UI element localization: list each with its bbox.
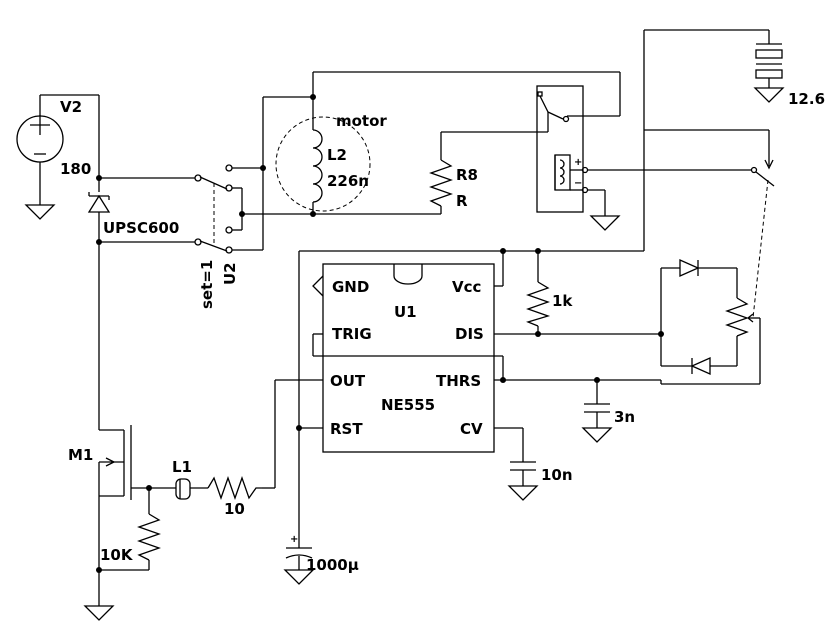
u1-pin-gnd: GND: [332, 278, 369, 296]
resistor-10k[interactable]: [137, 488, 161, 570]
u1-pin-dis: DIS: [455, 325, 484, 343]
capacitor-3n[interactable]: [584, 380, 610, 428]
r8-value-label: R: [456, 192, 468, 210]
r8-ref-label: R8: [456, 166, 478, 184]
r-1k-value-label: 1k: [552, 292, 573, 310]
ground-icon: [581, 427, 613, 443]
diode-pot-network[interactable]: [660, 258, 761, 385]
u1-pin-cv: CV: [460, 420, 483, 438]
capacitor-1000u[interactable]: +: [285, 528, 313, 570]
resistor-10[interactable]: [207, 476, 262, 500]
u1-pin-out: OUT: [330, 372, 366, 390]
ground-icon: [589, 215, 621, 231]
pot-switch[interactable]: [644, 129, 775, 319]
motor-inductor-l2[interactable]: [275, 72, 371, 214]
ferrite-bead-l1[interactable]: [149, 478, 208, 500]
u1-pin-thrs: THRS: [436, 372, 481, 390]
relay-u2-ref-label: U2: [221, 262, 239, 285]
ne555-timer-u1[interactable]: [312, 263, 495, 453]
battery-12v6[interactable]: [755, 43, 783, 79]
v2-voltage-source[interactable]: [16, 94, 99, 205]
svg-text:+: +: [290, 534, 298, 545]
motor-value-label: 226n: [327, 172, 369, 190]
ground-icon: [507, 485, 539, 501]
u1-pin-rst: RST: [330, 420, 363, 438]
motor-ref-label: L2: [327, 146, 347, 164]
c-3n-value-label: 3n: [614, 408, 635, 426]
mosfet-m1[interactable]: [98, 425, 149, 500]
ground-icon: [283, 569, 315, 585]
battery-value-label: 12.6: [788, 90, 825, 108]
relay-coil-minus: −: [574, 178, 582, 189]
ground-icon: [753, 87, 785, 103]
m1-ref-label: M1: [68, 446, 93, 464]
diode-ref-label: UPSC600: [103, 219, 179, 237]
r-10k-value-label: 10K: [100, 546, 134, 564]
v2-ref-label: V2: [60, 98, 82, 116]
l1-ref-label: L1: [172, 458, 192, 476]
c-10n-value-label: 10n: [541, 466, 573, 484]
resistor-1k[interactable]: [526, 251, 551, 334]
diode-upsc600[interactable]: [87, 192, 111, 213]
u1-pin-trig: TRIG: [332, 325, 372, 343]
relay-u2-param-label: set=1: [198, 260, 216, 309]
u1-ref-label: U1: [394, 303, 417, 321]
r-10-value-label: 10: [224, 500, 245, 518]
u1-pin-vcc: Vcc: [452, 278, 481, 296]
relay-box[interactable]: [536, 85, 584, 213]
v2-value-label: 180: [60, 160, 91, 178]
motor-label: motor: [336, 112, 387, 130]
u1-part-label: NE555: [381, 396, 435, 414]
ground-icon: [83, 605, 115, 621]
relay-coil-plus: +: [574, 157, 582, 168]
c-1000u-value-label: 1000µ: [306, 556, 359, 574]
relay-u2-switch[interactable]: [194, 164, 233, 254]
capacitor-10n[interactable]: [510, 428, 536, 486]
resistor-r8[interactable]: [429, 132, 453, 214]
ground-icon: [24, 204, 56, 220]
